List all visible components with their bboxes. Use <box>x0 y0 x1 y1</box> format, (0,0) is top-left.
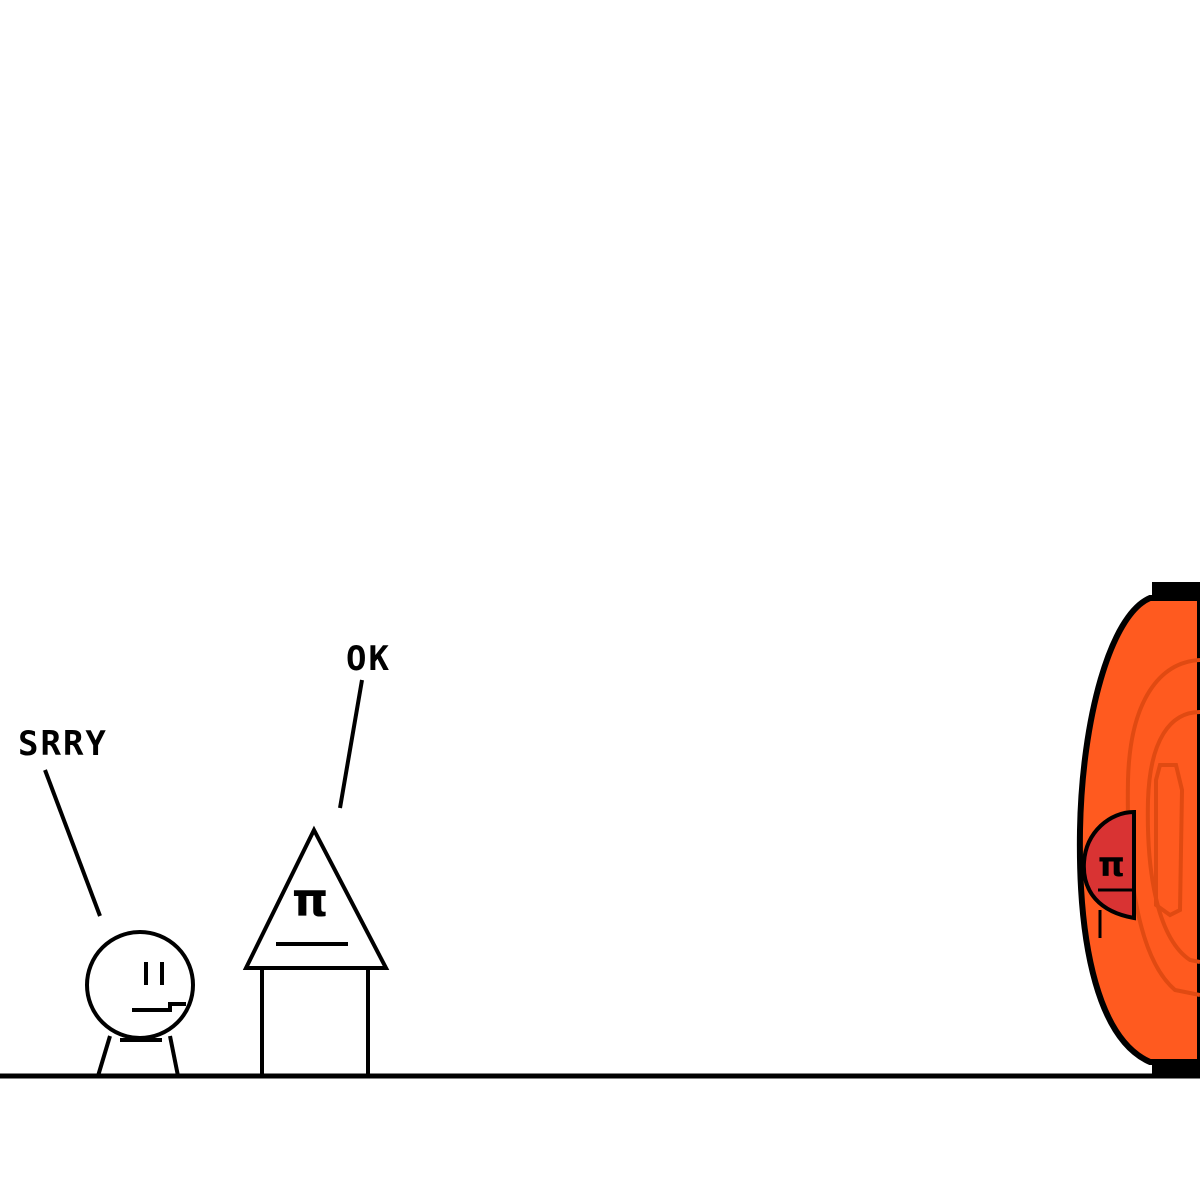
circle-character-speech: SRRY <box>18 724 108 764</box>
small-red-character: π <box>1081 809 1136 938</box>
triangle-speech-pointer <box>338 679 364 809</box>
circle-speech-pointer <box>43 769 102 917</box>
triangle-character-body <box>260 970 370 1078</box>
portal-body <box>1076 595 1200 1065</box>
circle-character-leg-left <box>96 1035 112 1077</box>
triangle-character-face-icon: π <box>292 873 328 927</box>
circle-character-leg-right <box>168 1035 180 1077</box>
circle-character: SRRY <box>18 724 195 1077</box>
triangle-character-speech: OK <box>346 639 391 679</box>
portal-swirl-middle <box>1145 710 1200 964</box>
circle-character-head <box>85 930 195 1040</box>
triangle-character: OK π <box>242 639 391 1078</box>
orange-portal: π <box>1076 582 1200 1078</box>
triangle-character-head <box>242 825 390 970</box>
small-red-character-face-icon: π <box>1098 845 1125 885</box>
circle-character-mouth <box>132 1002 186 1012</box>
portal-swirl-inner <box>1154 763 1185 918</box>
portal-swirl-outer <box>1125 658 1200 997</box>
